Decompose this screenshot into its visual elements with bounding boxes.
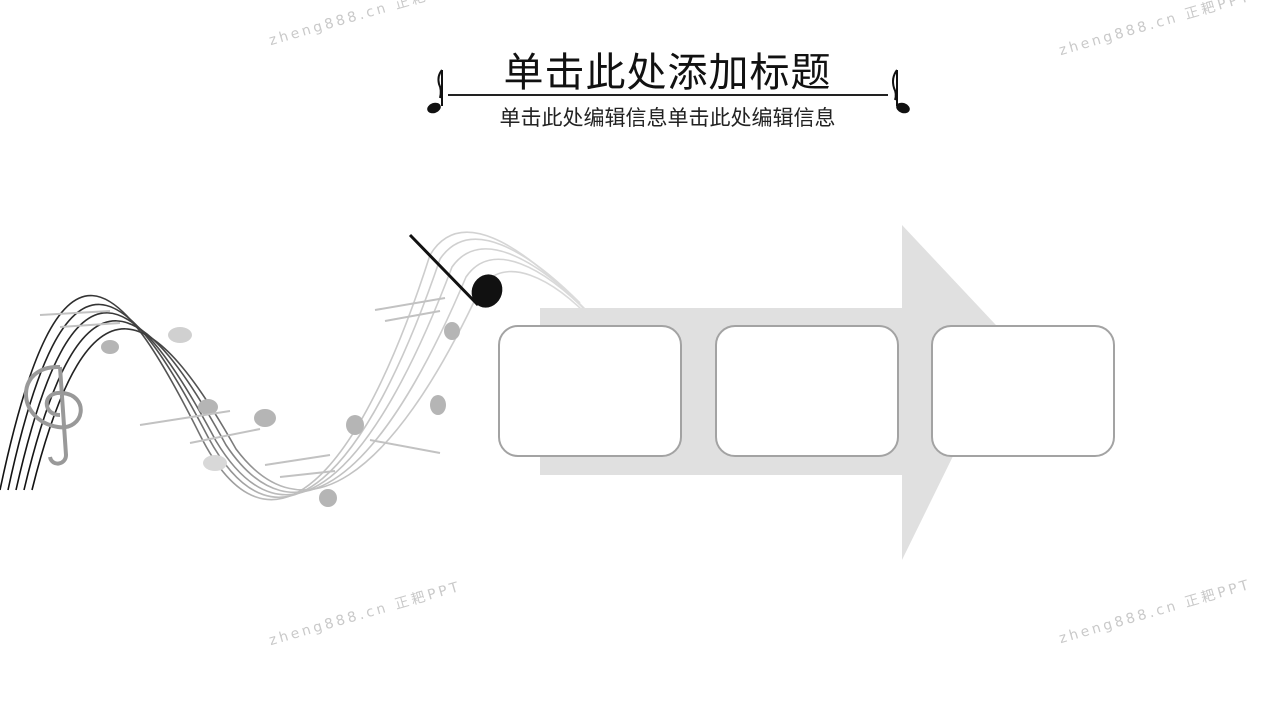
eighth-note-icon: [427, 69, 443, 114]
process-box[interactable]: [931, 325, 1115, 457]
process-box[interactable]: [498, 325, 682, 457]
watermark: zheng888.cn 正耙PPT: [1057, 576, 1254, 648]
music-staff-wave: [0, 231, 596, 507]
eighth-note-icon: [892, 69, 910, 114]
title-underline: [448, 94, 888, 96]
slide-subtitle[interactable]: 单击此处编辑信息单击此处编辑信息: [499, 106, 836, 130]
watermark: zheng888.cn 正耙PPT: [1057, 0, 1254, 60]
process-box[interactable]: [715, 325, 899, 457]
title-block: 单击此处添加标题 单击此处编辑信息单击此处编辑信息: [420, 40, 915, 130]
slide-title[interactable]: 单击此处添加标题: [503, 50, 832, 96]
watermark: zheng888.cn 正耙PPT: [267, 578, 464, 650]
